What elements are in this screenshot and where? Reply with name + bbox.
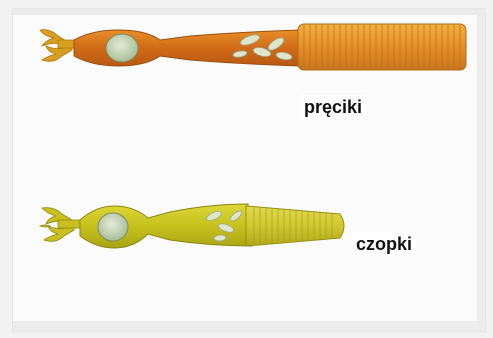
- rods-label: pręciki: [300, 95, 366, 119]
- rod-cell: [40, 24, 466, 70]
- cone-synaptic-terminal: [40, 208, 82, 242]
- cones-label: czopki: [352, 232, 416, 256]
- cone-nucleus: [98, 213, 128, 241]
- cone-outer-segment: [246, 206, 344, 246]
- rod-synaptic-terminal: [40, 30, 78, 62]
- rod-nucleus: [106, 34, 138, 62]
- cone-cell: [40, 204, 344, 248]
